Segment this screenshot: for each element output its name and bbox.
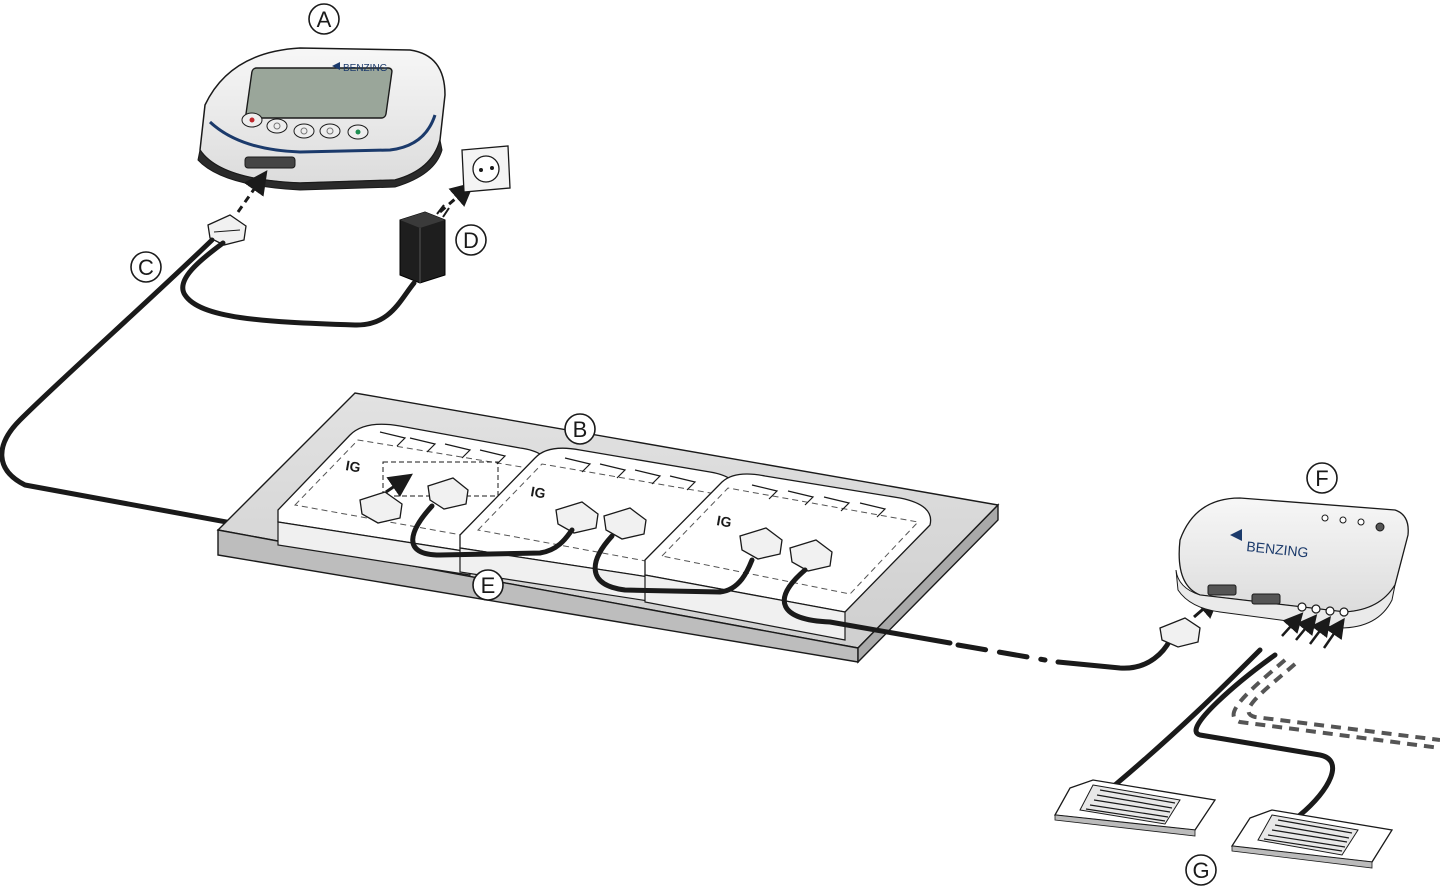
antenna-port-2 bbox=[1251, 593, 1281, 605]
antenna-logo: BENZING bbox=[1230, 529, 1309, 560]
callout-a: A bbox=[308, 3, 340, 35]
antenna-unit: BENZING bbox=[1175, 497, 1409, 629]
mat-cable-1 bbox=[1112, 647, 1263, 788]
antenna-brand-label: BENZING bbox=[1246, 538, 1310, 560]
callout-e: E bbox=[472, 569, 504, 601]
jumper-cable-1 bbox=[410, 503, 575, 558]
mat-cable-2 bbox=[1193, 652, 1335, 818]
callout-b-label: B bbox=[573, 417, 588, 442]
display-unit: BENZING bbox=[197, 47, 446, 191]
display-logo: BENZING bbox=[332, 62, 388, 74]
power-cable bbox=[180, 240, 417, 328]
mat-cable-optional-2 bbox=[1246, 662, 1440, 742]
callout-f-label: F bbox=[1315, 466, 1328, 491]
callout-d-label: D bbox=[463, 228, 479, 253]
connector-f-input bbox=[1159, 617, 1201, 648]
callout-b: B bbox=[564, 413, 596, 445]
mat-1 bbox=[1053, 779, 1217, 837]
trunk-cable-end bbox=[1055, 637, 1173, 671]
display-buttons bbox=[241, 112, 369, 140]
mat-cable-optional-1 bbox=[1231, 658, 1440, 750]
callout-e-label: E bbox=[481, 573, 496, 598]
trunk-cable-dashed bbox=[955, 642, 1048, 663]
anchor-connectors bbox=[359, 477, 833, 572]
callout-a-label: A bbox=[317, 7, 332, 32]
callout-g: G bbox=[1185, 854, 1217, 886]
mat-2 bbox=[1230, 809, 1394, 869]
display-screen bbox=[245, 67, 393, 119]
wall-socket bbox=[461, 145, 511, 193]
arrow-to-display-port bbox=[236, 170, 268, 213]
callout-f: F bbox=[1306, 462, 1338, 494]
display-port bbox=[244, 156, 296, 169]
jack-arrows bbox=[1281, 612, 1345, 649]
antenna-leds bbox=[1321, 514, 1385, 532]
display-brand-label: BENZING bbox=[343, 63, 388, 74]
power-supply bbox=[399, 204, 450, 284]
anchor-3-mark: IG bbox=[715, 512, 732, 530]
callout-g-label: G bbox=[1192, 858, 1209, 883]
callout-c: C bbox=[130, 251, 162, 283]
connector-c bbox=[207, 214, 247, 246]
callout-d: D bbox=[455, 224, 487, 256]
callout-c-label: C bbox=[138, 255, 154, 280]
anchor-1-mark: IG bbox=[344, 457, 361, 475]
antenna-port-1 bbox=[1207, 584, 1237, 596]
arrow-anchor-insert bbox=[385, 473, 413, 498]
anchor-2-mark: IG bbox=[529, 483, 546, 501]
arrow-to-socket bbox=[439, 182, 475, 214]
jumper-cable-2 bbox=[592, 533, 755, 595]
antenna-jacks bbox=[1297, 602, 1349, 617]
trunk-cable-solid bbox=[781, 567, 953, 646]
